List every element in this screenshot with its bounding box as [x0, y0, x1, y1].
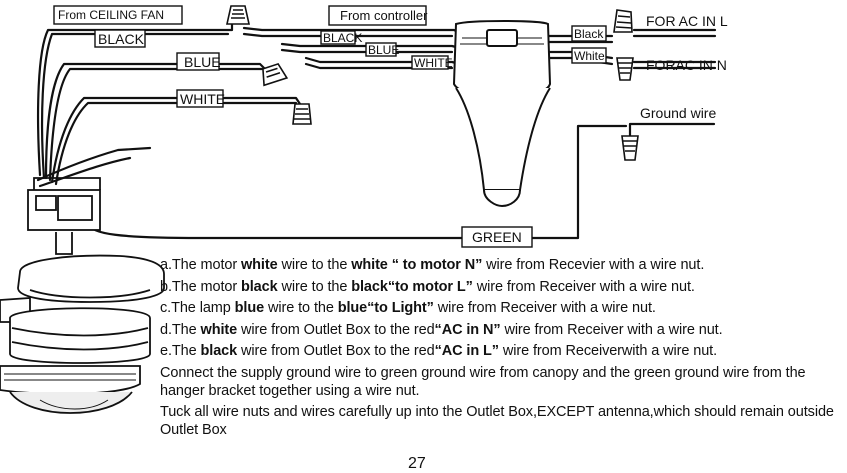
fan-blue-wire-2 — [48, 67, 264, 182]
recv-white-label-box — [571, 47, 607, 64]
wire-nut-white — [292, 103, 312, 125]
instruction-e: e.The black wire from Outlet Box to the … — [160, 343, 718, 359]
ground-wire-line — [628, 122, 716, 140]
instruction-d: d.The white wire from Outlet Box to the … — [160, 321, 723, 338]
tuck-note: Tuck all wire nuts and wires carefully u… — [160, 403, 834, 439]
wire-nut-ac-l — [613, 9, 633, 33]
ctrl-black-wire-2 — [242, 32, 454, 38]
fan-lamp-bowl — [9, 391, 133, 414]
ceiling-fan — [0, 177, 165, 414]
loose-wire-b — [38, 156, 132, 188]
green-label-box — [461, 226, 533, 248]
ctrl-blue-label-box — [365, 42, 397, 57]
ctrl-black-label: BLACK — [323, 31, 362, 45]
ctrl-black-label-box — [320, 30, 356, 45]
ctrl-white-wire-2 — [304, 62, 454, 70]
fan-white-label-box — [176, 89, 224, 108]
wire-nut-ground — [621, 135, 639, 161]
fan-white-wire-2 — [54, 101, 298, 186]
ground-wire-label: Ground wire — [640, 105, 716, 121]
wiring-diagram: From CEILING FAN BLACK BLUE WHITE From c… — [0, 5, 728, 414]
from-controller-box — [328, 5, 427, 26]
ctrl-white-label: WHITE — [414, 56, 453, 70]
instructions: a.The motor white wire to the white “ to… — [160, 256, 844, 442]
fan-black-label-box — [94, 29, 146, 48]
receiver-black-label: Black — [574, 27, 604, 41]
fan-canopy — [17, 254, 165, 303]
loose-wire-a — [36, 146, 152, 182]
recv-black-label-box — [571, 25, 607, 42]
wire-nut-blue — [262, 62, 289, 87]
fan-white-wire — [50, 96, 302, 184]
ctrl-white-label-box — [411, 55, 449, 70]
ground-note: Connect the supply ground wire to green … — [160, 364, 806, 400]
green-label: GREEN — [472, 229, 522, 245]
instruction-b: b.The motor black wire to the black“to m… — [160, 278, 695, 295]
green-wire-line — [88, 222, 466, 240]
from-ceiling-fan-box — [53, 5, 183, 25]
ctrl-blue-label: BLUE — [368, 43, 399, 57]
instruction-c: c.The lamp blue wire to the blue“to Ligh… — [160, 300, 656, 316]
wire-nut-ac-n — [616, 57, 634, 81]
receiver-white-label: White — [574, 49, 605, 63]
for-ac-in-n-label: FORAC IN N — [646, 57, 727, 73]
fan-black-wire-2 — [40, 32, 230, 180]
fan-white-label: WHITE — [180, 91, 225, 107]
fan-blue-wire — [44, 62, 270, 180]
green-wire-line-2 — [528, 124, 628, 240]
fan-black-wire — [36, 20, 234, 177]
fan-black-label: BLACK — [98, 31, 145, 47]
from-controller-label: From controller — [340, 8, 428, 23]
ctrl-blue-wire-2 — [280, 48, 454, 54]
fan-blue-label: BLUE — [184, 54, 221, 70]
from-ceiling-fan-label: From CEILING FAN — [58, 8, 164, 22]
wire-nut-black — [226, 5, 250, 25]
for-ac-in-l-label: FOR AC IN L — [646, 13, 728, 29]
page-number: 27 — [408, 455, 426, 472]
fan-blue-label-box — [176, 52, 220, 71]
instruction-a: a.The motor white wire to the white “ to… — [160, 257, 705, 273]
receiver-canopy — [452, 20, 552, 208]
